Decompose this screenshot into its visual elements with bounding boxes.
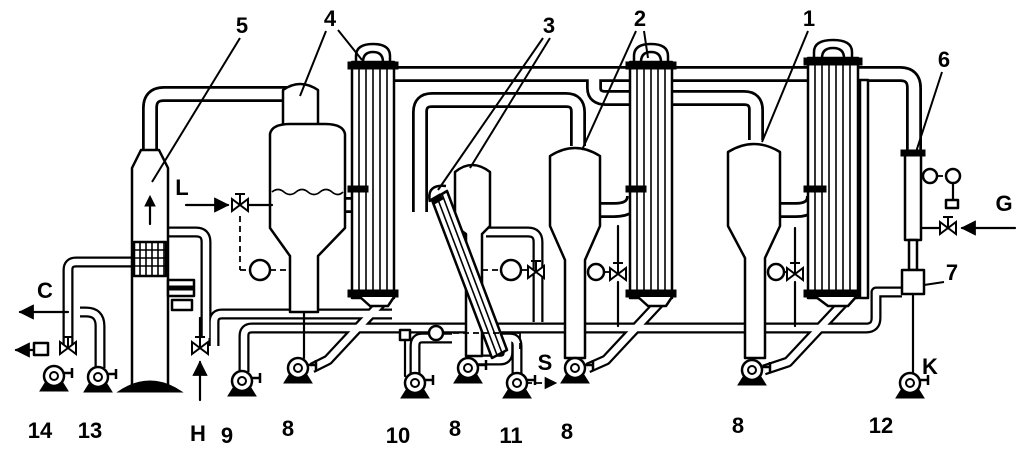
condenser-2 xyxy=(625,42,677,308)
stream-label-l: L xyxy=(175,175,188,200)
stream-label-g: G xyxy=(995,191,1012,216)
controller-6a xyxy=(921,167,939,185)
stream-label-h: H xyxy=(190,421,206,446)
stream-label-s: S xyxy=(538,350,553,375)
label-3: 3 xyxy=(543,13,555,38)
controller-2 xyxy=(586,262,606,282)
label-8-effect-1: 8 xyxy=(732,413,744,438)
label-5: 5 xyxy=(236,13,248,38)
labels: 5 4 3 2 1 6 7 8 8 8 8 9 10 11 12 13 14 C… xyxy=(28,6,1013,448)
controller-1 xyxy=(766,262,786,282)
evaporator-2 xyxy=(548,146,602,360)
condenser-4 xyxy=(347,42,399,308)
vessel-6 xyxy=(903,150,923,242)
condenser-1 xyxy=(803,38,870,308)
leader-5 xyxy=(151,37,241,183)
label-2: 2 xyxy=(634,6,646,31)
condenser-1-side-tube xyxy=(858,78,870,300)
label-9: 9 xyxy=(221,423,233,448)
leader-4b xyxy=(337,29,363,61)
column-6-7 xyxy=(900,149,962,378)
control-loops xyxy=(239,216,804,378)
stream-label-k: K xyxy=(922,354,938,379)
separator-5 xyxy=(116,148,196,393)
controller-10 xyxy=(427,324,445,342)
heat-exchanger-3-diagonal xyxy=(428,184,509,360)
label-10: 10 xyxy=(386,423,410,448)
vessel-7 xyxy=(900,268,926,296)
leader-3a xyxy=(437,37,544,191)
leader-1 xyxy=(761,30,809,143)
stream-label-c: C xyxy=(37,278,53,303)
stream-arrows xyxy=(14,193,1017,402)
label-8-effect-3: 8 xyxy=(449,416,461,441)
label-7: 7 xyxy=(946,260,958,285)
controller-4 xyxy=(248,258,272,282)
leader-lines xyxy=(151,29,945,286)
leader-6 xyxy=(915,71,943,153)
evaporator-1 xyxy=(726,142,782,360)
box-10 xyxy=(398,328,412,342)
label-12: 12 xyxy=(869,413,893,438)
leader-3b xyxy=(469,37,551,169)
controller-3 xyxy=(499,258,523,282)
evaporator-4 xyxy=(268,82,347,360)
label-14: 14 xyxy=(28,418,53,443)
leader-2b xyxy=(643,30,649,59)
label-1: 1 xyxy=(803,6,815,31)
liquid-level-4 xyxy=(271,188,344,196)
leader-4a xyxy=(299,30,327,97)
controller-6b xyxy=(944,167,962,185)
leader-7 xyxy=(923,281,945,286)
separator-base-deposit xyxy=(116,380,184,393)
label-8-effect-4: 8 xyxy=(282,416,294,441)
label-8-effect-2: 8 xyxy=(561,419,573,444)
label-13: 13 xyxy=(78,418,102,443)
label-4: 4 xyxy=(324,6,337,31)
separator-packing-hatch xyxy=(134,242,166,276)
label-6: 6 xyxy=(938,47,950,72)
leader-2a xyxy=(581,30,637,151)
label-11: 11 xyxy=(499,423,522,448)
